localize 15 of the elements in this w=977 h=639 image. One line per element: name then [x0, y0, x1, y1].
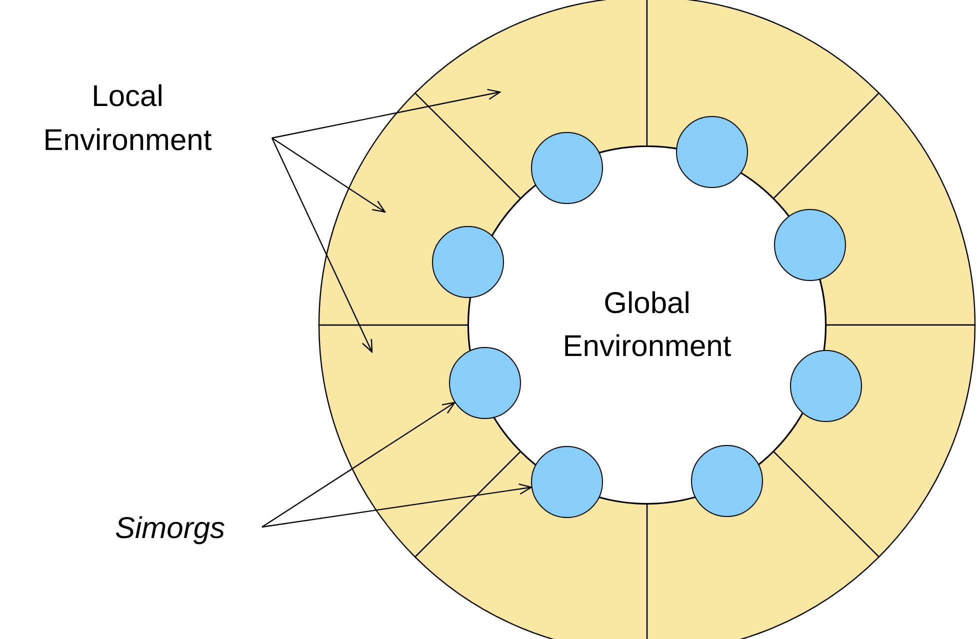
ring-sector [318, 324, 522, 558]
ring-sector [772, 324, 976, 558]
leader-line [271, 138, 373, 353]
leader-line [262, 402, 456, 528]
ring-sector [646, 450, 880, 639]
callout-label: Simorgs [90, 507, 250, 550]
region-label: Global Environment [562, 286, 732, 365]
ring-sector [646, 0, 880, 200]
ring-sector [772, 92, 976, 326]
callout-label: Local Environment [10, 75, 245, 162]
ring-sector [414, 450, 648, 639]
leader-line [272, 138, 386, 213]
ring-sector [414, 0, 648, 200]
leader-line [262, 483, 532, 528]
leader-line [272, 88, 501, 139]
